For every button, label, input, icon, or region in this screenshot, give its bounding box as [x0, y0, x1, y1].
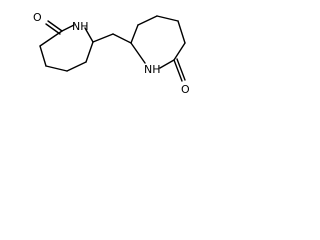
bond-left-c6-c5	[66, 61, 87, 72]
bond-right-c3-c2	[173, 42, 186, 61]
left-oxygen-label: O	[33, 11, 42, 24]
bond-right-n1-c7	[130, 42, 146, 64]
bond-left-c5-c4	[45, 65, 68, 72]
bond-right-c7-c6	[130, 24, 139, 44]
methylene-bridge	[92, 33, 132, 44]
left-caprolactam-ring	[39, 20, 94, 72]
right-nitrogen-label: NH	[144, 63, 161, 76]
bond-right-c5-c4	[156, 15, 179, 22]
bond-left-carbonyl-1	[47, 20, 63, 32]
bond-right-c4-c3	[177, 20, 186, 44]
bond-right-carbonyl-2	[176, 58, 186, 81]
right-oxygen-label: O	[181, 83, 190, 96]
right-caprolactam-ring	[130, 15, 186, 82]
bond-right-c6-c5	[137, 15, 158, 26]
bond-ch2-right-c7	[112, 33, 132, 44]
bond-left-n1-c7	[84, 27, 94, 43]
bond-left-c2-n1	[61, 24, 75, 32]
bond-right-c2-n1	[159, 59, 175, 69]
bond-left-c4-c3	[39, 45, 47, 67]
bond-right-carbonyl-1	[173, 59, 183, 82]
molecular-structure: O NH NH O	[33, 11, 190, 96]
left-nitrogen-label: NH	[72, 20, 89, 33]
bond-left-carbonyl-2	[45, 23, 61, 35]
bond-left-c7-ch2	[92, 33, 114, 43]
bond-left-c7-c6	[85, 41, 94, 63]
